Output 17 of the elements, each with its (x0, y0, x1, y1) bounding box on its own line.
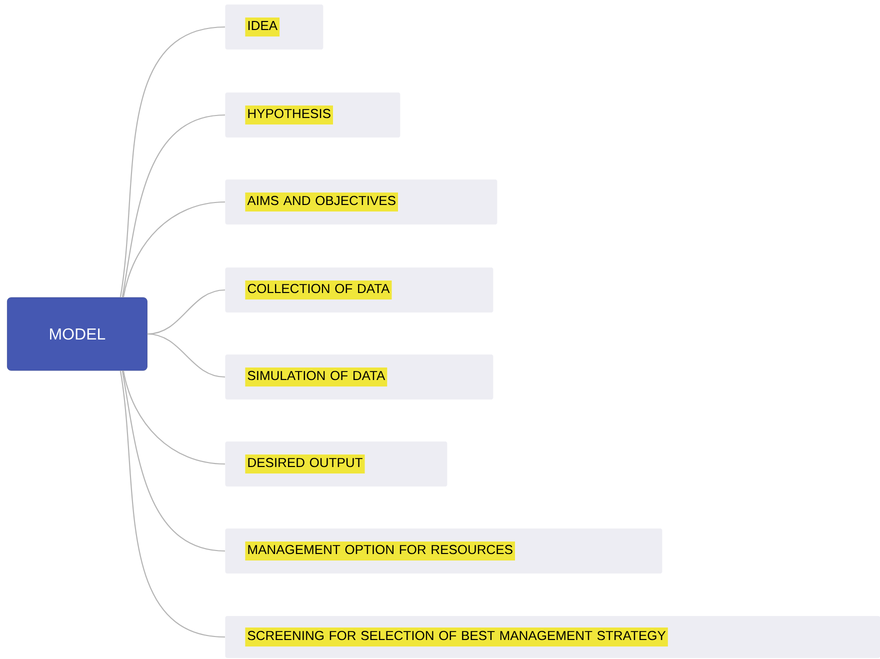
connector-line (120, 26, 226, 298)
topic-box: DESIRED OUTPUT (225, 442, 448, 486)
central-box: MODEL (7, 297, 148, 371)
connector-line (122, 370, 226, 465)
topic-box: IDEA (225, 4, 324, 50)
topic-box: AIMS AND OBJECTIVES (225, 180, 498, 224)
connector-line (122, 201, 226, 298)
topic-box: SIMULATION OF DATA (225, 354, 494, 400)
topic-box: MANAGEMENT OPTION FOR RESOURCES (225, 528, 662, 574)
topic-box: COLLECTION OF DATA (225, 268, 494, 312)
connector-line (122, 370, 226, 552)
connector-line (147, 289, 226, 335)
topic-box: HYPOTHESIS (225, 92, 400, 138)
topic-box: SCREENING FOR SELECTION OF BEST MANAGEMENT STRATEGY (225, 616, 880, 658)
connector-line (147, 333, 226, 378)
connector-line (120, 370, 226, 638)
connector-line (122, 114, 226, 298)
